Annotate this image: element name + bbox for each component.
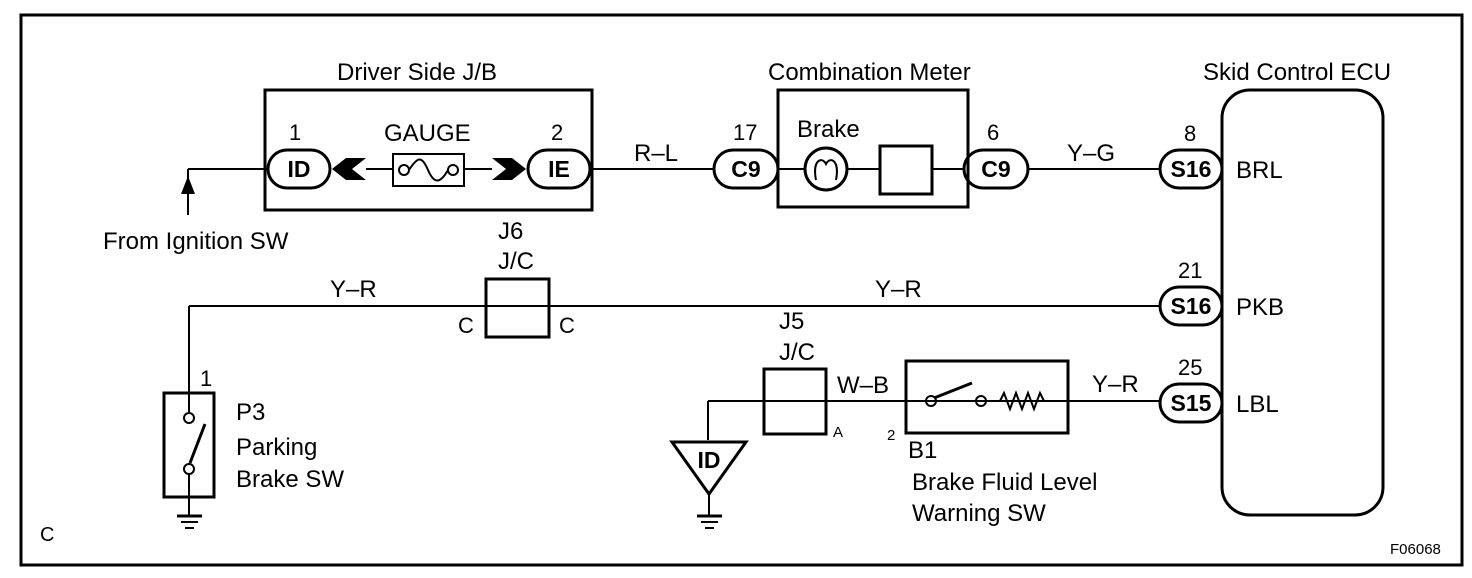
j6-junction-box [484, 277, 551, 339]
svg-text:S16: S16 [1171, 293, 1212, 319]
wire-yr-mid-label: Y–R [875, 276, 922, 303]
p3-code: P3 [236, 399, 265, 426]
wire-rl-label: R–L [634, 140, 678, 167]
meter-pin-left: 17 [733, 120, 757, 145]
svg-text:IE: IE [548, 156, 570, 182]
ignition-arrow-icon [181, 176, 195, 194]
svg-text:LBL: LBL [1236, 391, 1279, 418]
wire-yr-lbl-label: Y–R [1092, 371, 1139, 398]
p3-line2: Brake SW [236, 466, 344, 493]
b1-pin: 2 [887, 427, 895, 444]
ecu-terminal-lbl: 25 S15 LBL [1158, 355, 1279, 424]
ecu-terminal-pkb: 21 S16 PKB [1158, 258, 1284, 327]
brake-indicator-label: Brake [797, 116, 860, 143]
j6-pin-left: C [458, 313, 474, 338]
jb-pin-left: 1 [289, 120, 301, 145]
j6-type: J/C [498, 248, 534, 275]
jb-connector-right: IE [526, 148, 592, 190]
ecu-title: Skid Control ECU [1203, 59, 1391, 86]
j6-id: J6 [498, 218, 523, 245]
fluid-level-switch-icon [906, 381, 1068, 412]
meter-connector-right: C9 [962, 148, 1030, 190]
svg-text:S15: S15 [1171, 390, 1212, 416]
ground-icon [697, 494, 722, 529]
j5-id: J5 [779, 308, 804, 335]
svg-text:21: 21 [1178, 258, 1202, 283]
wire-yg-label: Y–G [1067, 140, 1115, 167]
meter-title: Combination Meter [768, 59, 971, 86]
p3-pin: 1 [200, 366, 212, 391]
wire-yr-left-label: Y–R [330, 276, 377, 303]
wire-wb-label: W–B [837, 372, 889, 399]
ecu-terminal-brl: 8 S16 BRL [1158, 121, 1283, 190]
ground-connector-id: ID [669, 440, 749, 497]
j5-type: J/C [779, 339, 815, 366]
meter-module-box [878, 144, 934, 196]
fuse-icon [392, 153, 465, 187]
b1-line1: Brake Fluid Level [912, 469, 1097, 496]
p3-line1: Parking [236, 434, 317, 461]
bulb-icon [803, 146, 849, 192]
jb-title: Driver Side J/B [337, 59, 497, 86]
ground-icon [177, 497, 202, 529]
jb-box [263, 88, 594, 212]
j6-pin-right: C [559, 313, 575, 338]
b1-switch-box [904, 359, 1070, 435]
arrow-right-icon [492, 158, 526, 180]
b1-line2: Warning SW [912, 500, 1046, 527]
svg-text:S16: S16 [1171, 156, 1212, 182]
jb-connector-left: ID [266, 148, 332, 190]
parking-switch-icon [183, 393, 207, 497]
meter-box [776, 88, 970, 209]
corner-letter: C [40, 524, 54, 546]
svg-text:ID: ID [698, 447, 721, 473]
meter-pin-right: 6 [987, 120, 999, 145]
svg-text:BRL: BRL [1236, 157, 1283, 184]
ignition-label: From Ignition SW [103, 228, 289, 255]
b1-code: B1 [908, 437, 937, 464]
fuse-label: GAUGE [384, 120, 471, 147]
diagram-frame [19, 13, 1464, 567]
svg-text:25: 25 [1178, 355, 1202, 380]
arrow-left-icon [332, 158, 366, 180]
svg-text:PKB: PKB [1236, 294, 1284, 321]
svg-text:8: 8 [1184, 121, 1196, 146]
figure-code: F06068 [1390, 541, 1441, 558]
svg-text:ID: ID [288, 156, 311, 182]
jb-pin-right: 2 [551, 120, 563, 145]
meter-connector-left: C9 [712, 148, 780, 190]
svg-text:C9: C9 [981, 156, 1010, 182]
j5-pin: A [833, 424, 843, 441]
svg-text:C9: C9 [731, 156, 760, 182]
